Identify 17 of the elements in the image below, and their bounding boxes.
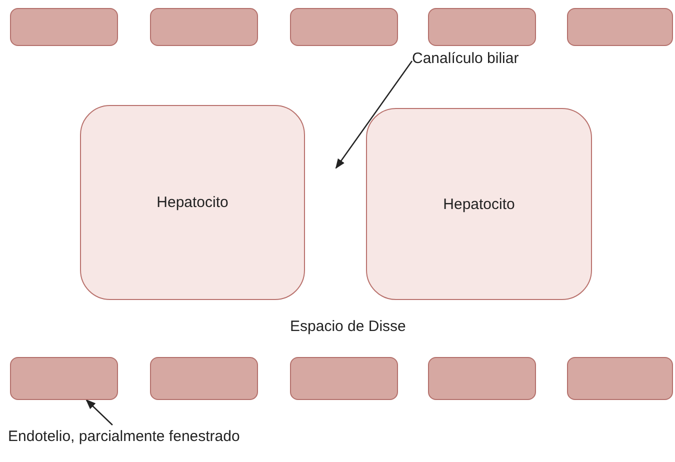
- endothelial-cell-bar: [428, 357, 536, 400]
- callout-text: Canalículo biliar: [412, 47, 519, 69]
- endothelial-cell-bar: [290, 8, 398, 46]
- hepatocyte-box: Hepatocito: [366, 108, 592, 300]
- callout-text: Endotelio, parcialmente fenestrado: [8, 425, 240, 447]
- region-label: Espacio de Disse: [290, 318, 406, 335]
- endothelial-cell-bar: [150, 357, 258, 400]
- hepatocyte-box: Hepatocito: [80, 105, 305, 300]
- endothelial-cell-bar: [10, 8, 118, 46]
- endothelial-cell-bar: [567, 8, 673, 46]
- endothelial-cell-bar: [428, 8, 536, 46]
- endothelial-cell-bar: [150, 8, 258, 46]
- endothelial-cell-bar: [290, 357, 398, 400]
- leader-line: [335, 60, 413, 169]
- endothelial-cell-bar: [567, 357, 673, 400]
- leader-line: [86, 399, 113, 426]
- endothelial-cell-bar: [10, 357, 118, 400]
